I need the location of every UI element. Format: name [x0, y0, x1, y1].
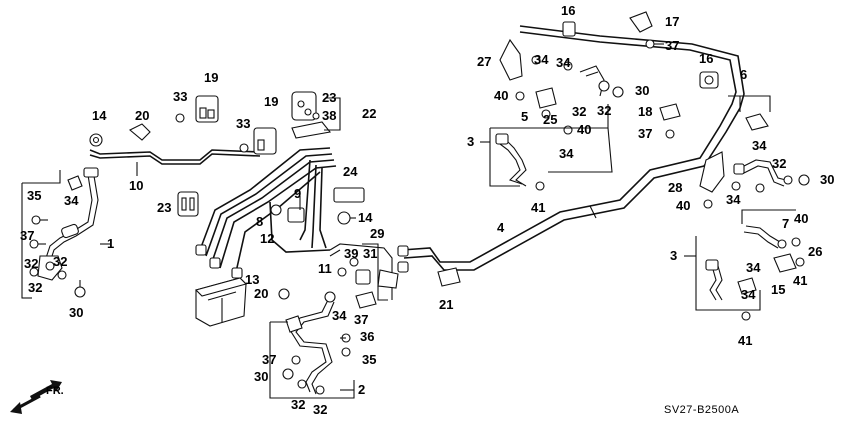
callout-34-right-b: 34 — [746, 260, 761, 275]
callout-41-mid: 41 — [531, 200, 545, 215]
rear-hose-assembly-upper — [480, 38, 624, 191]
callout-23-top: 23 — [322, 90, 336, 105]
callout-29: 29 — [370, 226, 384, 241]
callout-31: 31 — [363, 246, 377, 261]
callout-18: 18 — [638, 104, 652, 119]
callout-35-left: 35 — [27, 188, 41, 203]
callout-34-center: 34 — [332, 308, 347, 323]
callout-33-right: 33 — [236, 116, 250, 131]
callout-4: 4 — [497, 220, 505, 235]
clips-upper-center — [175, 91, 365, 225]
callout-26: 26 — [808, 244, 822, 259]
callout-32-upper-a: 32 — [572, 104, 586, 119]
callout-13: 13 — [245, 272, 259, 287]
master-cylinder-reservoir — [194, 277, 248, 327]
diagram-code: SV27-B2500A — [664, 404, 739, 416]
callout-34-left: 34 — [64, 193, 79, 208]
callout-24: 24 — [343, 164, 358, 179]
callout-28: 28 — [668, 180, 682, 195]
central-pipe-bundle — [195, 147, 337, 279]
front-direction-arrow — [10, 380, 62, 414]
callout-33-left: 33 — [173, 89, 187, 104]
callout-35-bottom: 35 — [362, 352, 376, 367]
callout-34-right-lower: 34 — [741, 287, 756, 302]
callout-5: 5 — [521, 109, 528, 124]
callout-40-lower: 40 — [794, 211, 808, 226]
callout-14-center: 14 — [358, 210, 373, 225]
callout-41-lower: 41 — [738, 333, 752, 348]
callout-34-upper-b: 34 — [556, 55, 571, 70]
callout-39: 39 — [344, 246, 358, 261]
callout-7: 7 — [782, 216, 789, 231]
callout-22: 22 — [362, 106, 376, 121]
clips-top-right — [562, 11, 771, 139]
callout-37-right: 37 — [638, 126, 652, 141]
callout-34-mid: 34 — [559, 146, 574, 161]
rear-hose-assembly-lower — [684, 151, 810, 321]
front-right-hose-assembly — [269, 288, 355, 399]
front-left-hose-assembly — [21, 167, 110, 299]
callout-34-upper-a: 34 — [534, 52, 549, 67]
callout-15: 15 — [771, 282, 785, 297]
callout-32-right-a: 32 — [772, 156, 786, 171]
main-rear-pipe-4 — [397, 25, 745, 287]
callout-32-left-c: 32 — [28, 280, 42, 295]
callout-37-center: 37 — [354, 312, 368, 327]
callout-30-bottom: 30 — [254, 369, 268, 384]
callout-21: 21 — [439, 297, 453, 312]
callout-38: 38 — [322, 108, 336, 123]
callout-32-left-b: 32 — [53, 254, 67, 269]
callout-10: 10 — [129, 178, 143, 193]
callout-34-right-a: 34 — [726, 192, 741, 207]
callout-40-mid: 40 — [577, 122, 591, 137]
callout-27: 27 — [477, 54, 491, 69]
callout-16-right: 16 — [699, 51, 713, 66]
callout-19-right: 19 — [264, 94, 278, 109]
callout-36: 36 — [360, 329, 374, 344]
direction-label: FR. — [46, 385, 64, 397]
callout-32-left-a: 32 — [24, 256, 38, 271]
callout-40-right: 40 — [676, 198, 690, 213]
callout-3-lower: 3 — [670, 248, 677, 263]
callout-32-bottom-b: 32 — [313, 402, 327, 417]
callout-30-left: 30 — [69, 305, 83, 320]
callout-3-upper: 3 — [467, 134, 474, 149]
callout-32-bottom-a: 32 — [291, 397, 305, 412]
callout-41-right: 41 — [793, 273, 807, 288]
pipe-10 — [89, 123, 261, 176]
callout-34-right-top: 34 — [752, 138, 767, 153]
callout-2: 2 — [358, 382, 365, 397]
callout-14-left: 14 — [92, 108, 107, 123]
callout-16-top: 16 — [561, 3, 575, 18]
callout-37-top: 37 — [665, 38, 679, 53]
callout-30-right: 30 — [820, 172, 834, 187]
callout-19-left: 19 — [204, 70, 218, 85]
callout-37-left: 37 — [20, 228, 34, 243]
callout-20-top: 20 — [135, 108, 149, 123]
callout-6: 6 — [740, 67, 747, 82]
callout-17: 17 — [665, 14, 679, 29]
callout-23-left: 23 — [157, 200, 171, 215]
proportioning-valve-group — [329, 243, 399, 309]
callout-8: 8 — [256, 214, 263, 229]
callout-30-upper: 30 — [635, 83, 649, 98]
callout-1: 1 — [107, 236, 114, 251]
callout-25: 25 — [543, 112, 557, 127]
callout-32-upper-b: 32 — [597, 103, 611, 118]
callout-11: 11 — [318, 261, 332, 276]
callout-20-bottom: 20 — [254, 286, 268, 301]
callout-40-upper: 40 — [494, 88, 508, 103]
callout-12: 12 — [260, 231, 274, 246]
callout-9: 9 — [294, 186, 301, 201]
callout-37-bottom: 37 — [262, 352, 276, 367]
